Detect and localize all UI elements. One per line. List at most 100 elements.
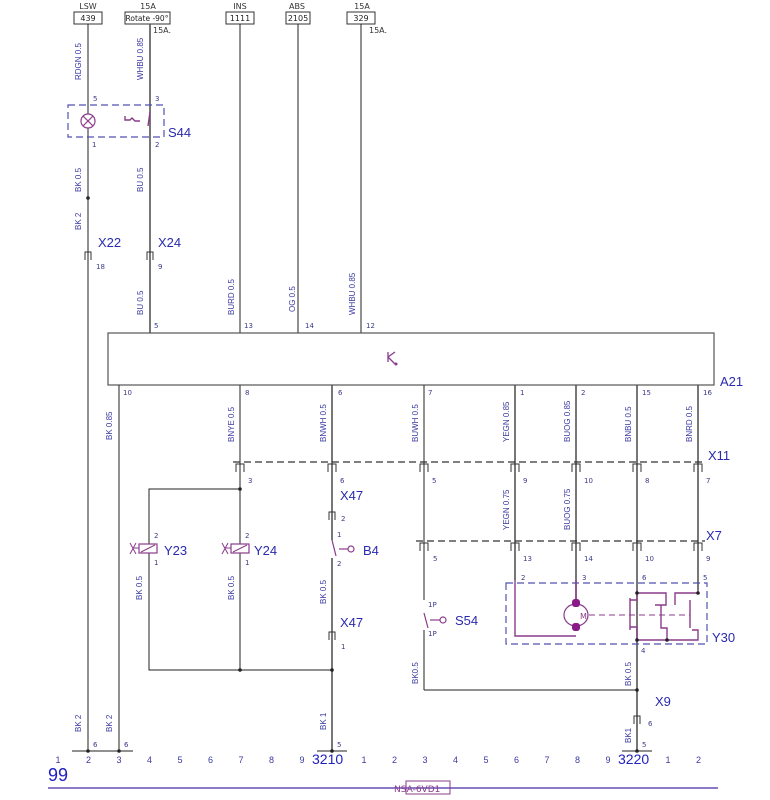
supply-lsw: LSW 439 — [73, 2, 103, 25]
sensor-b4[interactable]: 1 2 B4 — [329, 531, 379, 568]
pin-label: 9 — [706, 555, 710, 563]
pin-label: 1P — [428, 630, 437, 638]
switch-s44[interactable]: 5 3 1 2 S44 — [67, 95, 191, 149]
connector-x11[interactable]: X11 3 6 5 9 10 8 7 — [233, 448, 730, 485]
ground-bar-3210: 5 — [317, 741, 347, 753]
pin-label: 5 — [154, 322, 158, 330]
connector-x24[interactable]: X24 9 — [146, 235, 181, 271]
wire-label-buog085: BUOG 0.85 — [563, 400, 572, 442]
supply-15a-rotate: 15A Rotate -90° 15A. — [124, 2, 171, 35]
pin-label: 8 — [645, 477, 649, 485]
supply-abs-label: ABS — [289, 2, 305, 11]
wire-label-bk2: BK 2 — [74, 212, 83, 230]
wire-label-bk2-c: BK 2 — [105, 714, 114, 732]
pin-label: 1 — [245, 559, 249, 567]
wire-label-bu05-b: BU 0.5 — [136, 290, 145, 315]
y30-contact — [660, 605, 668, 640]
wire-label-buwh: BUWH 0.5 — [411, 404, 420, 442]
grid-number: 7 — [544, 755, 549, 765]
pin-label: 1 — [92, 141, 96, 149]
s44-outline — [67, 104, 165, 138]
pin-label: 1 — [337, 531, 341, 539]
pin-label: 1P — [428, 601, 437, 609]
grid-number: 6 — [514, 755, 519, 765]
supply-15a-box[interactable] — [124, 11, 171, 25]
supply-15a-329-sub: 15A. — [369, 26, 387, 35]
supply-lsw-code: 439 — [80, 14, 95, 23]
pin-label: 5 — [337, 741, 341, 749]
b4-label: B4 — [363, 543, 379, 558]
sheet-number: 99 — [48, 765, 68, 785]
s54-label: S54 — [455, 613, 478, 628]
pin-label: 1 — [154, 559, 158, 567]
y30-label: Y30 — [712, 630, 735, 645]
grid-number: 8 — [575, 755, 580, 765]
switch-s54[interactable]: 1P 1P S54 — [423, 601, 478, 638]
valve-icon — [129, 542, 139, 555]
module-a21[interactable]: A21 — [107, 332, 743, 389]
wire-label-bk05-y24: BK 0.5 — [227, 575, 236, 600]
pin-label: 3 — [582, 574, 586, 582]
supply-ins: INS 1111 — [225, 2, 255, 25]
wire-label-bk085: BK 0.85 — [105, 411, 114, 440]
grid-number: 2 — [392, 755, 397, 765]
pin-label: 2 — [341, 515, 345, 523]
supply-15a-329-label: 15A — [354, 2, 370, 11]
y30-contact — [630, 595, 638, 601]
x24-label: X24 — [158, 235, 181, 250]
wire-label-bnwh: BNWH 0.5 — [319, 404, 328, 442]
wire-label-burd: BURD 0.5 — [227, 278, 236, 315]
a21-label: A21 — [720, 374, 743, 389]
ground-bar-left: 6 6 — [72, 741, 133, 753]
pin-label: 3 — [248, 477, 252, 485]
wire-label-bu05-a: BU 0.5 — [136, 167, 145, 192]
pin-label: 2 — [521, 574, 525, 582]
x7-label: X7 — [706, 528, 722, 543]
wire-label-bk05-b4: BK 0.5 — [319, 579, 328, 604]
wire-label-bk05-s54: BK0.5 — [411, 662, 420, 684]
supply-15a-329: 15A 329 15A. — [346, 2, 387, 35]
valve-y24[interactable]: 2 1 Y24 — [221, 532, 277, 567]
switch-contact-icon — [423, 612, 429, 629]
wire-label-yegn085: YEGN 0.85 — [502, 401, 511, 442]
footer-tag-box[interactable] — [405, 780, 451, 795]
wire-label-bk05-x9: BK 0.5 — [624, 661, 633, 686]
pin-label: 1 — [341, 643, 345, 651]
wire-label-whbu-mid: WHBU 0.85 — [348, 272, 357, 315]
connector-x9[interactable]: X9 6 — [633, 694, 671, 728]
wire-label-buog075: BUOG 0.75 — [563, 488, 572, 530]
motor-label: M — [580, 612, 587, 621]
pin-label: 2 — [337, 560, 341, 568]
connector-x47-top[interactable]: X47 2 — [328, 488, 363, 523]
y30-wire — [514, 580, 576, 637]
wire-label-bk05: BK 0.5 — [74, 167, 83, 192]
y23-label: Y23 — [164, 543, 187, 558]
connector-x47-bottom[interactable]: X47 1 — [328, 615, 363, 651]
s44-label: S44 — [168, 125, 191, 140]
connector-x7[interactable]: X7 5 13 14 10 9 — [416, 528, 722, 563]
wire-label-bk2-b: BK 2 — [74, 714, 83, 732]
wire-label-og: OG 0.5 — [288, 286, 297, 312]
pin-label: 13 — [244, 322, 253, 330]
wire-label-bnye: BNYE 0.5 — [227, 406, 236, 442]
actuator-y30[interactable]: M 2 3 6 5 4 Y30 — [505, 574, 735, 655]
transistor-icon — [387, 351, 396, 365]
supply-15a-code: Rotate -90° — [126, 14, 169, 23]
pin-label: 14 — [584, 555, 593, 563]
pin-label: 2 — [154, 532, 158, 540]
junction-dot — [238, 668, 242, 672]
grid-number: 6 — [208, 755, 213, 765]
wire-label-whbu-top: WHBU 0.85 — [136, 37, 145, 80]
pin-label: 10 — [123, 389, 132, 397]
wire-label-yegn075: YEGN 0.75 — [502, 489, 511, 530]
y30-contact — [630, 626, 699, 641]
pin-label: 6 — [338, 389, 343, 397]
connector-x22[interactable]: X22 18 — [84, 235, 121, 271]
x9-label: X9 — [655, 694, 671, 709]
wire-label-bk1-a: BK 1 — [319, 712, 328, 730]
grid-number: 1 — [55, 755, 60, 765]
grid-number: 8 — [269, 755, 274, 765]
valve-y23[interactable]: 2 1 Y23 — [129, 532, 187, 567]
pin-label: 4 — [641, 647, 646, 655]
